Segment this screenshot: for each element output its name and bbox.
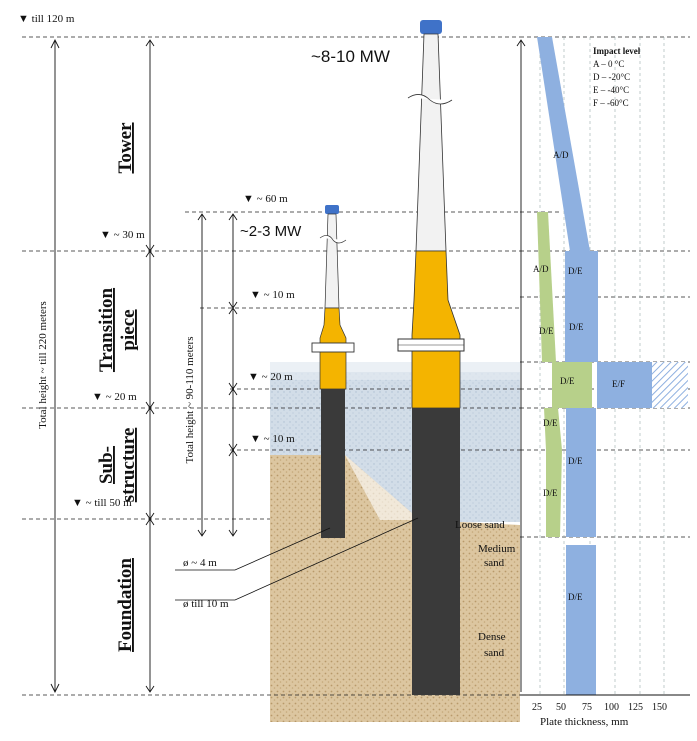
level-10-a: ▼ ~ 10 m (250, 289, 295, 301)
legend-title: Impact level (593, 46, 641, 56)
section-foundation: Foundation (115, 558, 136, 652)
level-top: ▼ till 120 m (18, 13, 75, 25)
loose-sand-slope (345, 455, 420, 520)
soil-dense-2: sand (484, 647, 505, 659)
small-turbine (311, 205, 355, 538)
soil-medium-1: Medium (478, 543, 516, 555)
band-label-ad-small: A/D (533, 264, 549, 274)
band-ad-small (537, 212, 556, 362)
large-nacelle (420, 20, 442, 34)
level-50: ▼ ~ till 50 m (72, 497, 132, 509)
band-label-de-6: D/E (568, 456, 583, 466)
large-pile (412, 408, 460, 695)
dimension-lines (50, 38, 526, 694)
xtick-25: 25 (532, 702, 542, 713)
section-substructure-2: structure (118, 428, 139, 503)
diameter-large: ø till 10 m (183, 598, 229, 610)
diameter-leaders (175, 517, 419, 601)
soil-medium-2: sand (484, 557, 505, 569)
label-large-mw: ~8-10 MW (311, 47, 390, 66)
section-tower: Tower (115, 122, 136, 174)
level-20-b: ▼ ~ 20 m (92, 391, 137, 403)
band-de-found (566, 545, 596, 695)
soil-dense-1: Dense (478, 631, 506, 643)
soil-loose: Loose sand (455, 519, 505, 531)
large-tower-lower (411, 250, 461, 409)
band-ad-top (537, 37, 590, 251)
section-transition-1: Transition (96, 288, 117, 373)
band-label-de-3: D/E (569, 322, 584, 332)
diameter-small: ø ~ 4 m (183, 557, 217, 569)
level-30: ▼ ~ 30 m (100, 229, 145, 241)
band-label-ef: E/F (612, 379, 625, 389)
small-platform (311, 342, 355, 353)
small-tower-upper (324, 213, 340, 309)
large-turbine (397, 20, 465, 695)
band-label-de-4: D/E (560, 376, 575, 386)
band-label-de-found: D/E (568, 592, 583, 602)
small-nacelle (325, 205, 339, 214)
section-substructure-1: Sub- (96, 446, 117, 484)
level-20-a: ▼ ~ 20 m (248, 371, 293, 383)
chart-xlabel: Plate thickness, mm (540, 716, 629, 728)
band-de-sub-blue (566, 408, 596, 537)
band-de-splash-green (552, 362, 592, 408)
xtick-100: 100 (604, 702, 619, 713)
legend-item-d: D – -20°C (593, 72, 630, 82)
total-height-tall: Total height ~ till 220 meters (37, 301, 49, 429)
band-label-de-7: D/E (543, 488, 558, 498)
legend-item-a: A – 0 °C (593, 59, 624, 69)
xtick-150: 150 (652, 702, 667, 713)
splash-zone (270, 362, 520, 380)
band-ef-hatch (652, 362, 688, 408)
band-de-sub-green (544, 408, 562, 537)
band-ef (597, 362, 652, 408)
level-10-b: ▼ ~ 10 m (250, 433, 295, 445)
band-label-de-1: D/E (568, 266, 583, 276)
band-de-upper (565, 251, 598, 362)
section-transition-2: piece (118, 309, 139, 350)
legend-item-e: E – -40°C (593, 85, 629, 95)
xtick-125: 125 (628, 702, 643, 713)
large-tower-upper (415, 33, 447, 252)
label-small-mw: ~2-3 MW (240, 223, 302, 240)
legend-item-f: F – -60°C (593, 98, 629, 108)
thickness-chart (520, 37, 690, 696)
xtick-50: 50 (556, 702, 566, 713)
total-height-small: Total height ~ 90-110 meters (184, 337, 196, 464)
band-label-de-5: D/E (543, 418, 558, 428)
level-60: ▼ ~ 60 m (243, 193, 288, 205)
small-pile (321, 389, 345, 538)
band-label-de-2: D/E (539, 326, 554, 336)
xtick-75: 75 (582, 702, 592, 713)
band-label-ad-top: A/D (553, 150, 569, 160)
